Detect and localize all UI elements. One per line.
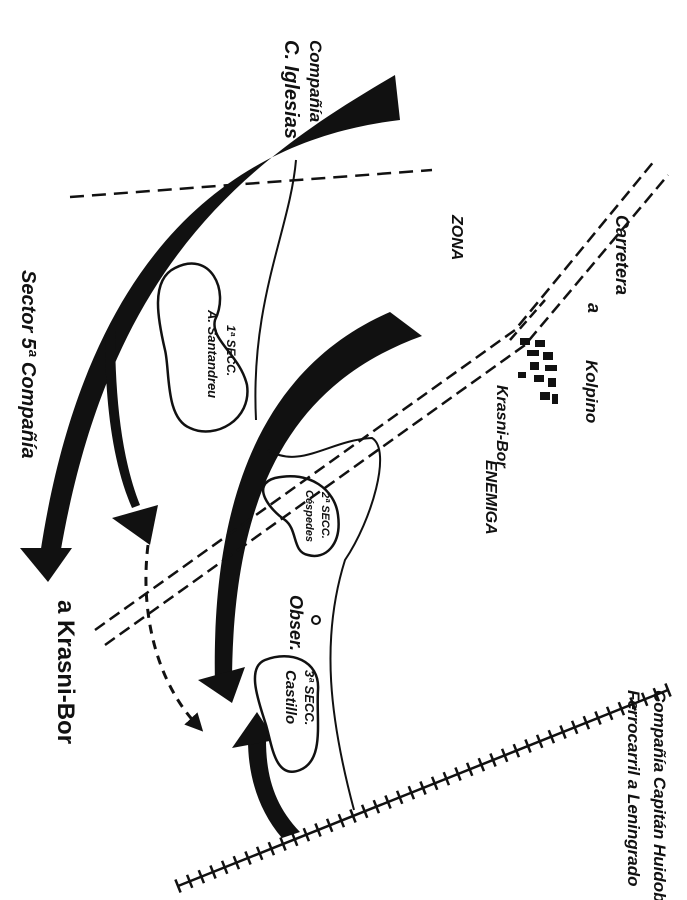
railway-leningrado <box>174 683 672 893</box>
label-enemiga: ENEMIGA <box>482 460 499 535</box>
railway-tie <box>652 687 661 702</box>
branch-arrow-head <box>112 505 158 545</box>
label-ferrocarril: Ferrocarril a Leningrado <box>624 690 643 887</box>
front-line-dashed <box>69 168 433 199</box>
section-3-blob <box>253 655 320 773</box>
section-2-label-line1: 2ª SECC. <box>319 491 331 539</box>
railway-tie <box>454 767 462 781</box>
railway-tie <box>594 711 602 725</box>
railway-tie <box>547 729 556 744</box>
railway-tie <box>629 697 637 711</box>
railway-tie <box>407 785 416 800</box>
railway-tie <box>302 827 311 842</box>
label-compania-iglesias-1: Compañía <box>306 40 325 122</box>
railway-tie <box>360 804 369 819</box>
label-krasni-bor-road: Krasni-Bor <box>493 385 510 468</box>
label-carretera: Carretera <box>612 215 632 295</box>
observation-post-marker <box>311 615 321 625</box>
label-obser: Obser. <box>286 595 306 651</box>
railway-tie <box>617 701 626 716</box>
label-zona: ZONA <box>448 214 465 260</box>
dashed-advance-arrow <box>144 544 204 732</box>
railway-tie <box>197 869 206 884</box>
section-1-blob <box>156 262 249 433</box>
railway-tie <box>489 753 497 767</box>
railway-tie <box>279 837 287 851</box>
kolpino-town-icon <box>518 338 558 404</box>
section-2-blob <box>261 475 340 558</box>
label-compania-iglesias-2: C. Iglesias <box>280 40 302 139</box>
label-a-krasni-bor: a Krasni-Bor <box>52 600 79 744</box>
railway-tie <box>174 879 182 893</box>
railway-tie <box>384 795 392 809</box>
label-kolpino: Kolpino <box>582 360 601 423</box>
railway-tie <box>290 832 299 847</box>
branch-arrow-shaft <box>105 330 140 508</box>
bottom-attack-arrow-head <box>232 712 275 748</box>
section-3-label-line1: 3ª SECC. <box>302 670 317 725</box>
railway-tie <box>209 865 217 879</box>
large-attack-arrow-head <box>20 548 72 582</box>
railway-tie <box>372 799 381 814</box>
railway-tie <box>185 874 194 889</box>
railway-tie <box>570 720 579 735</box>
railway-tie <box>477 757 486 772</box>
railway-tie <box>442 771 451 786</box>
railway-tie <box>582 715 591 730</box>
road-krasni-bor <box>94 159 669 647</box>
middle-attack-arrow-head <box>198 667 245 703</box>
label-carretera-a: a <box>584 303 604 313</box>
enemy-zone-boundary <box>267 436 382 811</box>
railway-tie <box>605 706 614 721</box>
label-sector-5: Sector 5ª Compañía <box>17 270 39 459</box>
railway-tie <box>325 818 334 833</box>
railway-tie <box>395 790 404 805</box>
railway-tie <box>430 776 439 791</box>
section-2-label-line2: Céspedes <box>303 490 315 542</box>
label-compania-huidobro: Compañía Capitán Huidobro <box>650 690 669 900</box>
railway-tie <box>524 739 532 753</box>
railway-tie <box>559 725 567 739</box>
large-attack-arrow-shaft <box>40 75 400 555</box>
railway-tie <box>664 683 672 697</box>
railway-tie <box>244 851 252 865</box>
section-1-label-line1: 1ª SECC. <box>224 325 238 376</box>
sector-boundary-line <box>254 159 297 421</box>
railway-tie <box>535 734 544 749</box>
railway-tie <box>267 841 276 856</box>
railway-tie <box>419 781 427 795</box>
railway-tie <box>349 809 357 823</box>
railway-tie <box>232 855 241 870</box>
railway-tie <box>220 860 229 875</box>
bottom-attack-arrow-shaft <box>248 740 300 838</box>
section-3-label-line2: Castillo <box>282 670 299 724</box>
railway-tie <box>314 823 322 837</box>
section-1-label-line2: A. Santandreu <box>205 309 220 398</box>
railway-tie <box>512 743 521 758</box>
railway-tie <box>337 813 346 828</box>
railway-tie <box>640 692 649 707</box>
railway-tie <box>465 762 474 777</box>
railway-tie <box>500 748 509 763</box>
railway-tie <box>255 846 264 861</box>
middle-attack-arrow-shaft <box>214 312 422 685</box>
